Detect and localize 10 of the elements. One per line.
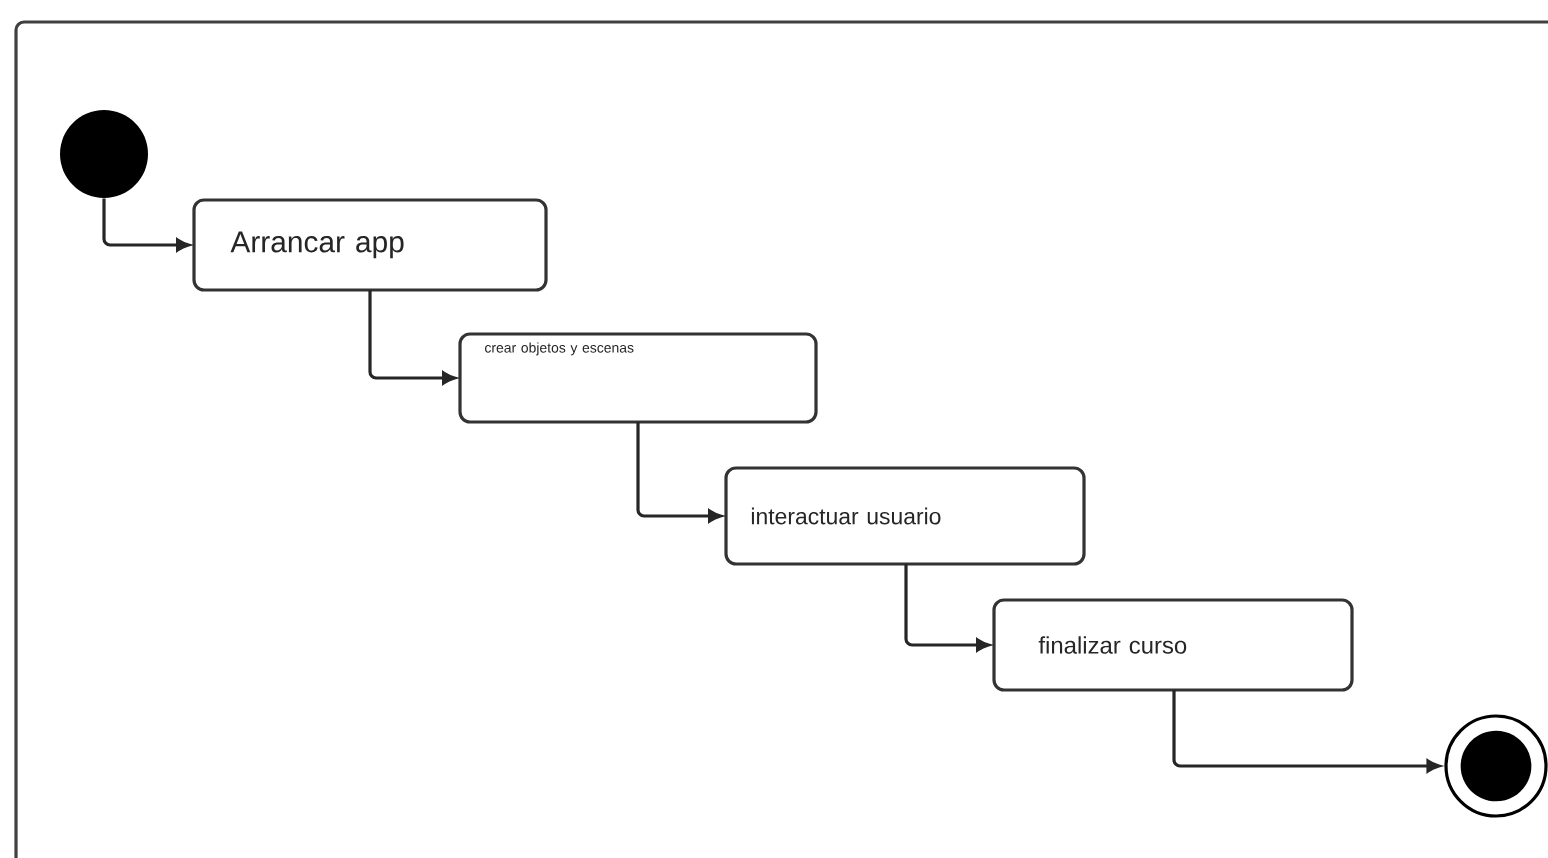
action-box: interactuar usuario bbox=[724, 466, 1086, 566]
end-node bbox=[1444, 714, 1548, 818]
action-box: Arrancar app bbox=[192, 198, 548, 292]
arrow bbox=[904, 564, 990, 652]
arrow bbox=[368, 290, 456, 385]
arrow bbox=[102, 198, 190, 252]
arrow bbox=[636, 422, 722, 523]
action-box: finalizar curso bbox=[992, 598, 1354, 692]
start-node bbox=[60, 110, 148, 198]
arrow bbox=[1172, 690, 1441, 773]
